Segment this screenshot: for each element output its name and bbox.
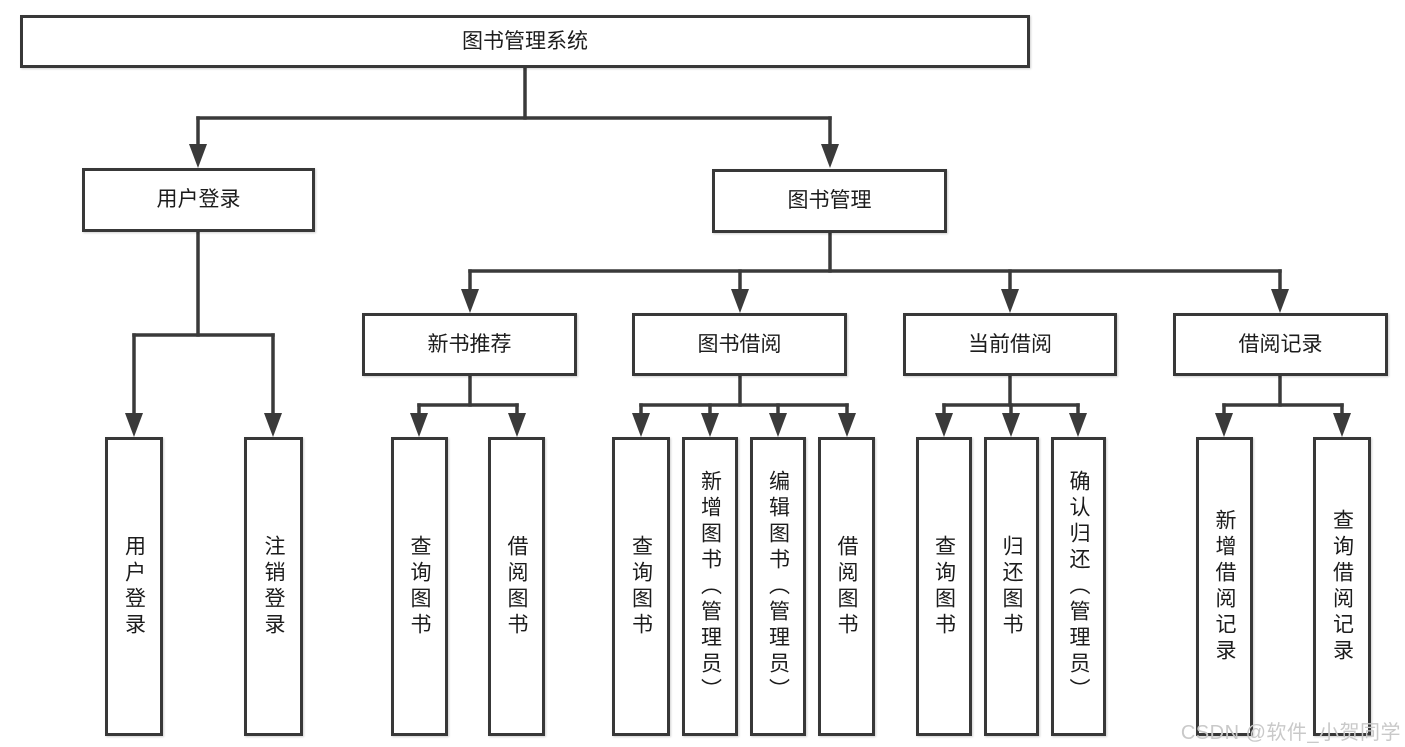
node-leaf-borrow-book-1: 借阅图书 — [488, 437, 545, 736]
node-leaf-add-record: 新增借阅记录 — [1196, 437, 1253, 736]
node-leaf-return-book: 归还图书 — [984, 437, 1039, 736]
node-label-root: 图书管理系统 — [462, 29, 588, 53]
arrowhead-icon — [189, 144, 207, 168]
arrowhead-icon — [1069, 413, 1087, 437]
node-label-leaf-logout: 注销登录 — [262, 534, 286, 639]
node-leaf-user-login: 用户登录 — [105, 437, 163, 736]
node-leaf-query-book-3: 查询图书 — [916, 437, 972, 736]
arrowhead-icon — [1001, 289, 1019, 313]
arrowhead-icon — [264, 413, 282, 437]
node-label-book-management: 图书管理 — [787, 189, 872, 213]
arrowhead-icon — [632, 413, 650, 437]
node-borrowing-records: 借阅记录 — [1173, 313, 1388, 376]
node-book-management: 图书管理 — [712, 169, 947, 233]
node-leaf-confirm-return: 确认归还（管理员） — [1051, 437, 1106, 736]
node-label-leaf-add-book: 新增图书（管理员） — [698, 469, 722, 704]
node-label-leaf-query-book-2: 查询图书 — [629, 534, 653, 639]
arrowhead-icon — [838, 413, 856, 437]
node-label-leaf-return-book: 归还图书 — [1000, 534, 1024, 639]
arrowhead-icon — [935, 413, 953, 437]
node-user-login: 用户登录 — [82, 168, 315, 232]
node-label-leaf-borrow-book-1: 借阅图书 — [505, 534, 529, 639]
node-label-borrowing-records: 借阅记录 — [1238, 332, 1323, 356]
node-leaf-query-record: 查询借阅记录 — [1313, 437, 1371, 736]
node-label-leaf-edit-book: 编辑图书（管理员） — [766, 469, 790, 704]
node-leaf-query-book-1: 查询图书 — [391, 437, 448, 736]
arrowhead-icon — [701, 413, 719, 437]
arrowhead-icon — [1333, 413, 1351, 437]
node-label-book-borrowing: 图书借阅 — [697, 332, 782, 356]
watermark: CSDN @软件_小贺同学 — [1180, 722, 1401, 744]
node-label-leaf-confirm-return: 确认归还（管理员） — [1067, 469, 1091, 704]
node-label-leaf-add-record: 新增借阅记录 — [1213, 508, 1237, 665]
node-root: 图书管理系统 — [20, 15, 1030, 68]
node-leaf-query-book-2: 查询图书 — [612, 437, 670, 736]
node-label-current-borrowing: 当前借阅 — [968, 332, 1052, 356]
arrowhead-icon — [1271, 289, 1289, 313]
node-leaf-edit-book: 编辑图书（管理员） — [750, 437, 806, 736]
node-label-leaf-user-login: 用户登录 — [122, 534, 146, 639]
node-label-leaf-borrow-book-2: 借阅图书 — [835, 534, 859, 639]
arrowhead-icon — [821, 144, 839, 168]
arrowhead-icon — [769, 413, 787, 437]
node-current-borrowing: 当前借阅 — [903, 313, 1117, 376]
node-leaf-logout: 注销登录 — [244, 437, 303, 736]
arrowhead-icon — [125, 413, 143, 437]
node-leaf-add-book: 新增图书（管理员） — [682, 437, 738, 736]
node-label-leaf-query-book-3: 查询图书 — [932, 534, 956, 639]
node-label-leaf-query-book-1: 查询图书 — [408, 534, 432, 639]
node-new-book-recommend: 新书推荐 — [362, 313, 577, 376]
arrowhead-icon — [1215, 413, 1233, 437]
arrowhead-icon — [508, 413, 526, 437]
arrowhead-icon — [1002, 413, 1020, 437]
node-leaf-borrow-book-2: 借阅图书 — [818, 437, 875, 736]
node-label-leaf-query-record: 查询借阅记录 — [1330, 508, 1354, 665]
arrowhead-icon — [461, 289, 479, 313]
node-label-new-book-recommend: 新书推荐 — [427, 332, 512, 356]
arrowhead-icon — [731, 289, 749, 313]
node-label-user-login: 用户登录 — [156, 188, 241, 212]
arrowhead-icon — [410, 413, 428, 437]
node-book-borrowing: 图书借阅 — [632, 313, 847, 376]
